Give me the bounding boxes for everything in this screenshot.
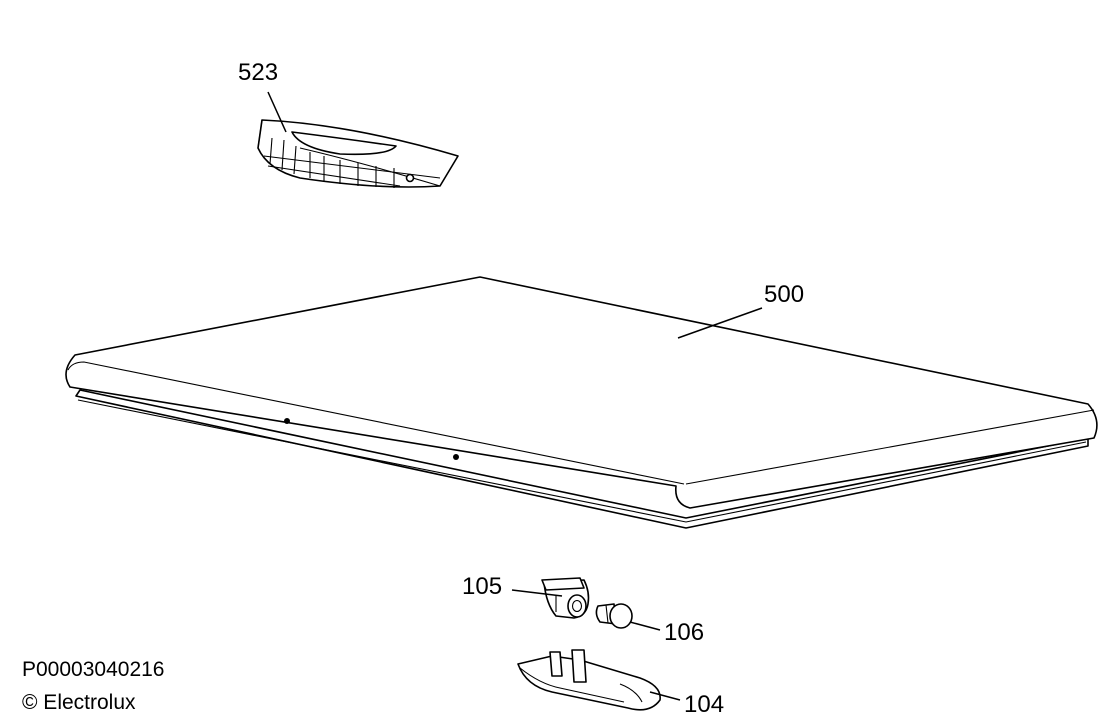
part-104-cover — [517, 649, 661, 711]
leader-105 — [511, 589, 563, 597]
callout-105: 105 — [462, 573, 502, 600]
callout-106: 106 — [664, 619, 704, 646]
part-523-handle — [257, 119, 459, 188]
leader-104 — [649, 691, 681, 701]
leader-500 — [677, 307, 763, 339]
callout-523: 523 — [238, 59, 278, 86]
part-105-hinge — [541, 577, 590, 619]
callout-500: 500 — [764, 281, 804, 308]
document-id: P00003040216 — [22, 658, 165, 681]
leader-523 — [267, 91, 287, 133]
copyright-notice: © Electrolux — [22, 691, 136, 714]
leader-106 — [629, 621, 661, 631]
callout-104: 104 — [684, 691, 724, 718]
part-500-lid — [65, 276, 1098, 529]
part-106-pin — [595, 603, 633, 629]
